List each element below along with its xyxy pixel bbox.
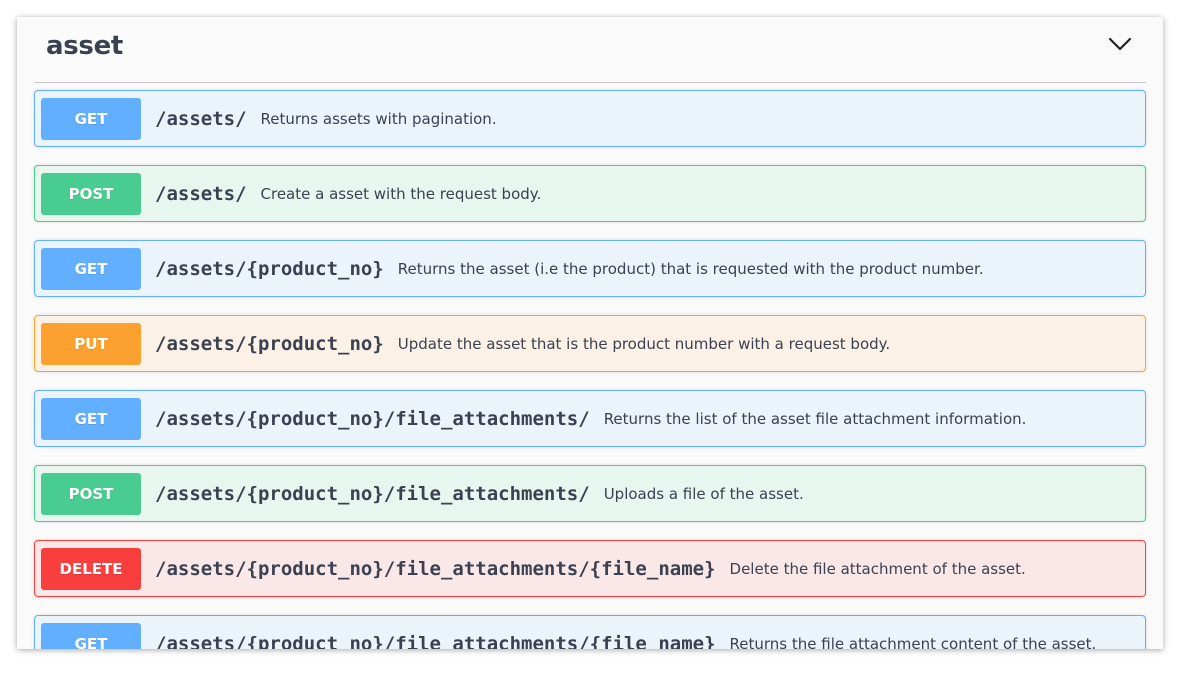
- operation-summary: Update the asset that is the product num…: [397, 334, 891, 353]
- operation-path: /assets/: [155, 182, 247, 205]
- tag-title: asset: [46, 31, 124, 61]
- method-badge: GET: [41, 97, 141, 140]
- method-badge: POST: [41, 172, 141, 215]
- operation-summary: Returns the file attachment content of t…: [729, 634, 1097, 650]
- operations-list: GET /assets/ Returns assets with paginat…: [34, 90, 1146, 649]
- method-badge: GET: [41, 622, 141, 649]
- method-badge: GET: [41, 247, 141, 290]
- method-badge: GET: [41, 397, 141, 440]
- operation-path: /assets/{product_no}/file_attachments/{f…: [155, 557, 716, 580]
- tag-header[interactable]: asset: [34, 17, 1146, 83]
- operation-path: /assets/{product_no}: [155, 332, 384, 355]
- operation-delete-file-attachment[interactable]: DELETE /assets/{product_no}/file_attachm…: [34, 540, 1146, 597]
- operation-path: /assets/{product_no}: [155, 257, 384, 280]
- method-badge: DELETE: [41, 547, 141, 590]
- operation-get-assets[interactable]: GET /assets/ Returns assets with paginat…: [34, 90, 1146, 147]
- operation-path: /assets/{product_no}/file_attachments/{f…: [155, 632, 716, 650]
- chevron-down-icon[interactable]: [1107, 31, 1133, 57]
- method-badge: PUT: [41, 322, 141, 365]
- operation-summary: Returns assets with pagination.: [260, 109, 497, 128]
- operation-summary: Delete the file attachment of the asset.: [729, 559, 1026, 578]
- asset-tag-section: asset GET /assets/ Returns assets with p…: [17, 17, 1163, 649]
- operation-path: /assets/{product_no}/file_attachments/: [155, 482, 590, 505]
- operation-get-asset-by-product-no[interactable]: GET /assets/{product_no} Returns the ass…: [34, 240, 1146, 297]
- operation-summary: Returns the list of the asset file attac…: [603, 409, 1027, 428]
- operation-summary: Uploads a file of the asset.: [603, 484, 804, 503]
- operation-summary: Create a asset with the request body.: [260, 184, 542, 203]
- operation-summary: Returns the asset (i.e the product) that…: [397, 259, 984, 278]
- operation-get-file-attachments[interactable]: GET /assets/{product_no}/file_attachment…: [34, 390, 1146, 447]
- operation-path: /assets/: [155, 107, 247, 130]
- operation-put-asset-by-product-no[interactable]: PUT /assets/{product_no} Update the asse…: [34, 315, 1146, 372]
- operation-path: /assets/{product_no}/file_attachments/: [155, 407, 590, 430]
- method-badge: POST: [41, 472, 141, 515]
- operation-post-assets[interactable]: POST /assets/ Create a asset with the re…: [34, 165, 1146, 222]
- operation-get-file-attachment-content[interactable]: GET /assets/{product_no}/file_attachment…: [34, 615, 1146, 649]
- operation-post-file-attachments[interactable]: POST /assets/{product_no}/file_attachmen…: [34, 465, 1146, 522]
